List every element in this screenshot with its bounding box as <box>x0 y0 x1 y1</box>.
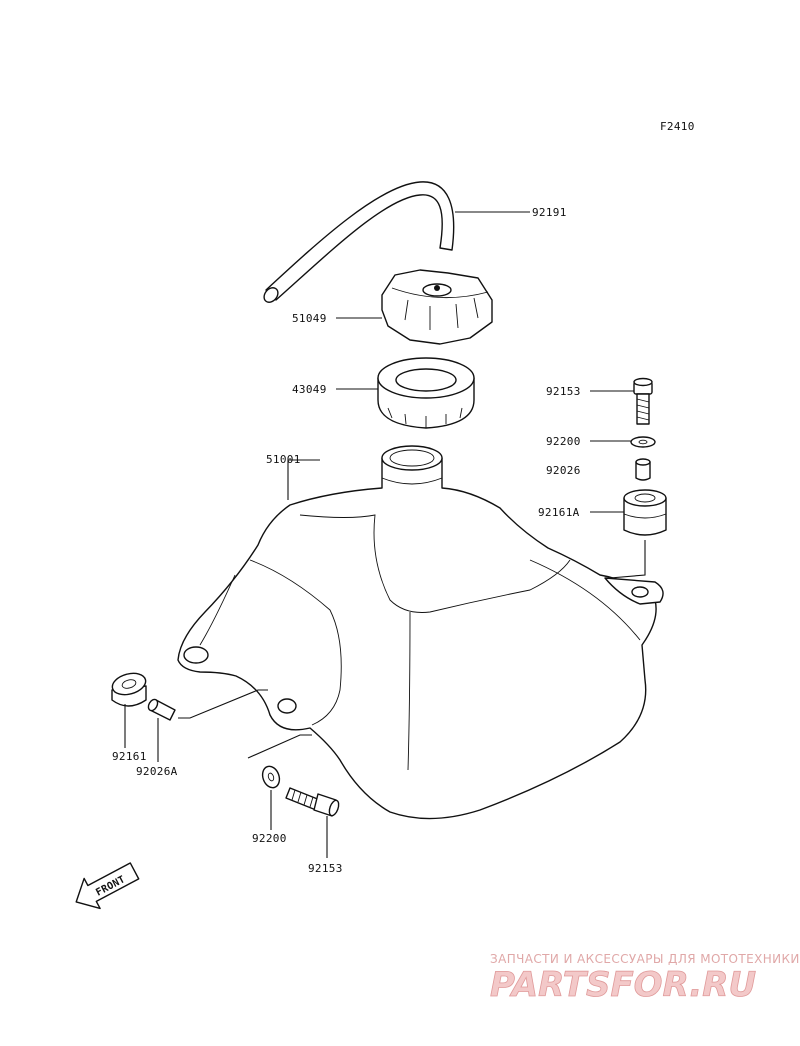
grommet-left <box>111 672 147 707</box>
label-92153-left: 92153 <box>308 862 343 875</box>
label-43049: 43049 <box>292 383 327 396</box>
leader-51001 <box>287 459 320 500</box>
cap-ring <box>377 357 475 429</box>
label-92026A: 92026A <box>136 765 178 778</box>
label-92161: 92161 <box>112 750 147 763</box>
leader-left-mount-axis <box>178 689 268 719</box>
vent-hose <box>263 181 455 303</box>
watermark-tagline: ЗАПЧАСТИ И АКСЕССУАРЫ ДЛЯ МОТОТЕХНИКИ <box>490 952 800 966</box>
grommet-right <box>623 489 667 536</box>
collar-left <box>147 698 176 721</box>
label-92191: 92191 <box>532 206 567 219</box>
label-92200-right: 92200 <box>546 435 581 448</box>
bolt-right <box>633 377 653 425</box>
fuel-cap <box>381 269 493 345</box>
label-51049: 51049 <box>292 312 327 325</box>
label-92153-right: 92153 <box>546 385 581 398</box>
fuel-tank <box>177 445 664 820</box>
washer-right <box>630 436 656 448</box>
label-92026: 92026 <box>546 464 581 477</box>
label-92161A: 92161A <box>538 506 580 519</box>
washer-left <box>261 765 281 789</box>
front-arrow: FRONT <box>75 862 140 910</box>
watermark-logo: PARTSFOR.RU <box>490 965 756 1005</box>
collar-right <box>635 458 651 481</box>
leader-lower-mount-axis <box>247 734 312 759</box>
label-92200-left: 92200 <box>252 832 287 845</box>
figure-code: F2410 <box>660 120 695 133</box>
bolt-left <box>285 787 340 817</box>
leader-right-mount-axis <box>609 540 646 579</box>
label-51001: 51001 <box>266 453 301 466</box>
